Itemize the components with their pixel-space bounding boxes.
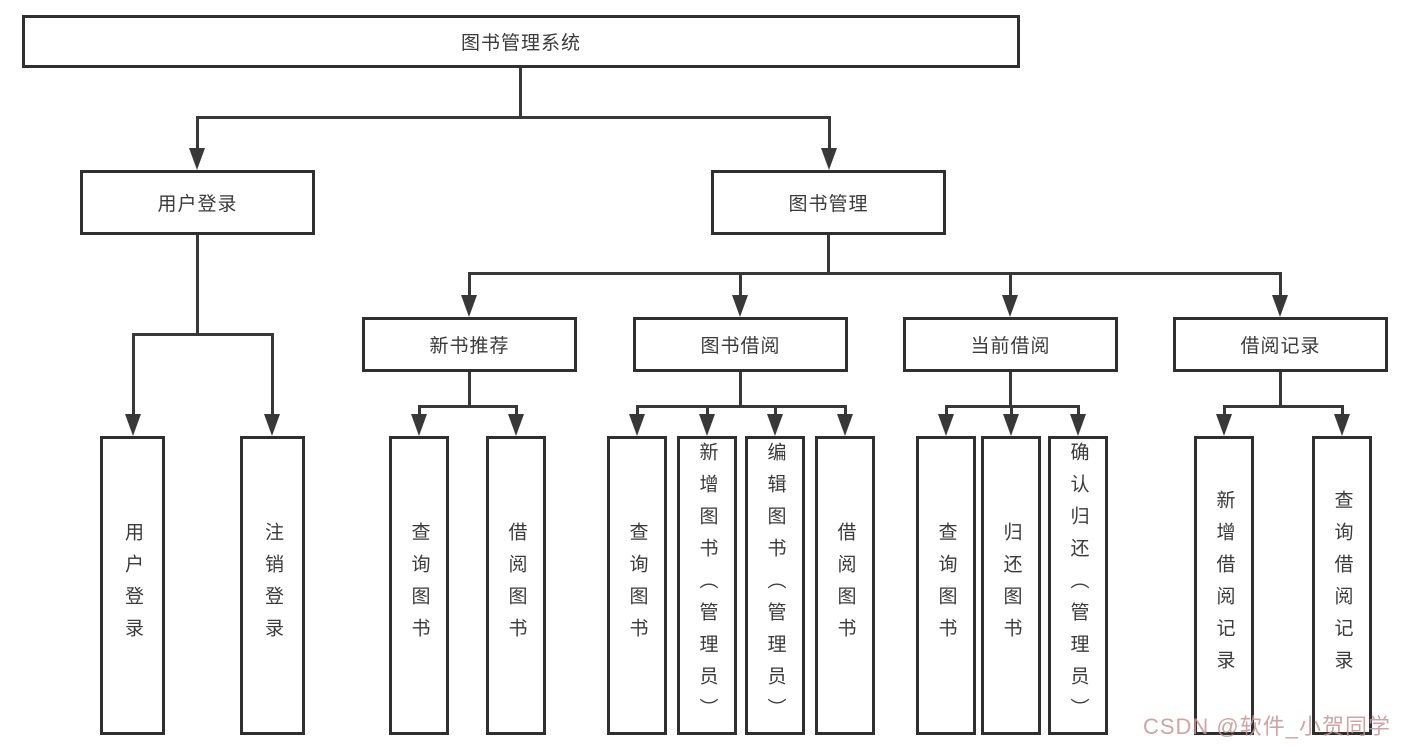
- leaf-confirm-return-admin: 确认归还（管理员）: [1048, 436, 1108, 735]
- leaf-label: 新增图书（管理员）: [696, 441, 718, 730]
- arrow-down-icon: [767, 414, 783, 436]
- node-label: 图书管理: [788, 194, 869, 215]
- connector-line: [738, 272, 742, 295]
- leaf-label: 查询借阅记录: [1331, 489, 1353, 682]
- leaf-label: 归还图书: [1000, 521, 1022, 650]
- connector-line: [518, 68, 522, 116]
- node-borrowing-records: 借阅记录: [1173, 317, 1388, 372]
- node-new-book-recommendation: 新书推荐: [362, 317, 577, 372]
- arrow-down-icon: [837, 414, 853, 436]
- connector-line: [739, 372, 742, 405]
- node-library-management-system: 图书管理系统: [22, 15, 1020, 68]
- leaf-add-books-admin: 新增图书（管理员）: [677, 436, 737, 735]
- connector-line: [1279, 372, 1282, 405]
- leaf-borrow-books: 借阅图书: [815, 436, 875, 735]
- leaf-query-books-recommend: 查询图书: [389, 436, 449, 735]
- leaf-logout: 注销登录: [240, 436, 305, 735]
- leaf-label: 查询图书: [408, 521, 430, 650]
- arrow-down-icon: [938, 414, 954, 436]
- connector-line: [196, 235, 199, 333]
- leaf-label: 新增借阅记录: [1213, 489, 1235, 682]
- connector-line: [131, 333, 274, 336]
- leaf-label: 注销登录: [262, 521, 283, 650]
- arrow-down-icon: [264, 414, 280, 436]
- connector-line: [131, 333, 135, 414]
- leaf-label: 查询图书: [626, 521, 648, 650]
- arrow-down-icon: [1334, 414, 1350, 436]
- leaf-borrow-books-recommend: 借阅图书: [486, 436, 546, 735]
- arrow-down-icon: [629, 414, 645, 436]
- connector-line: [514, 405, 518, 414]
- connector-line: [635, 405, 639, 414]
- arrow-down-icon: [125, 414, 141, 436]
- arrow-down-icon: [821, 148, 837, 170]
- connector-line: [1340, 405, 1344, 414]
- node-book-borrowing: 图书借阅: [633, 317, 848, 372]
- connector-line: [843, 405, 847, 414]
- node-label: 图书管理系统: [460, 33, 581, 54]
- node-book-management: 图书管理: [711, 170, 946, 235]
- connector-line: [195, 116, 831, 119]
- arrow-down-icon: [508, 414, 524, 436]
- leaf-query-books-borrow: 查询图书: [607, 436, 667, 735]
- node-user-login: 用户登录: [80, 170, 315, 235]
- arrow-down-icon: [1002, 295, 1018, 317]
- connector-line: [1076, 405, 1080, 414]
- leaf-label: 用户登录: [122, 521, 143, 650]
- connector-line: [270, 333, 274, 414]
- leaf-edit-books-admin: 编辑图书（管理员）: [745, 436, 805, 735]
- node-label: 借阅记录: [1240, 336, 1321, 357]
- arrow-down-icon: [699, 414, 715, 436]
- connector-line: [195, 116, 199, 148]
- connector-line: [1009, 372, 1012, 405]
- leaf-add-borrow-record: 新增借阅记录: [1194, 436, 1254, 735]
- arrow-down-icon: [1070, 414, 1086, 436]
- node-label: 当前借阅: [970, 336, 1051, 357]
- arrow-down-icon: [1216, 414, 1232, 436]
- connector-line: [1278, 272, 1282, 295]
- connector-line: [827, 235, 830, 272]
- connector-line: [467, 272, 471, 295]
- connector-line: [417, 405, 518, 408]
- leaf-label: 确认归还（管理员）: [1067, 441, 1089, 730]
- arrow-down-icon: [732, 295, 748, 317]
- connector-line: [1009, 405, 1013, 414]
- connector-line: [417, 405, 421, 414]
- node-label: 图书借阅: [700, 336, 781, 357]
- connector-line: [468, 372, 471, 405]
- leaf-label: 借阅图书: [834, 521, 856, 650]
- arrow-down-icon: [461, 295, 477, 317]
- leaf-return-books: 归还图书: [981, 436, 1041, 735]
- arrow-down-icon: [1003, 414, 1019, 436]
- node-label: 用户登录: [157, 194, 238, 215]
- connector-line: [1008, 272, 1012, 295]
- csdn-watermark: CSDN @软件_小贺同学: [1142, 714, 1391, 739]
- node-current-borrowing: 当前借阅: [903, 317, 1118, 372]
- arrow-down-icon: [1272, 295, 1288, 317]
- arrow-down-icon: [411, 414, 427, 436]
- leaf-user-login: 用户登录: [100, 436, 165, 735]
- connector-line: [1222, 405, 1226, 414]
- connector-line: [467, 272, 1282, 275]
- connector-line: [773, 405, 777, 414]
- connector-line: [1222, 405, 1344, 408]
- leaf-label: 查询图书: [935, 521, 957, 650]
- connector-line: [944, 405, 948, 414]
- leaf-label: 借阅图书: [505, 521, 527, 650]
- leaf-query-borrow-record: 查询借阅记录: [1312, 436, 1372, 735]
- leaf-label: 编辑图书（管理员）: [764, 441, 786, 730]
- connector-line: [635, 405, 847, 408]
- connector-line: [705, 405, 709, 414]
- node-label: 新书推荐: [429, 336, 510, 357]
- leaf-query-books-current: 查询图书: [916, 436, 976, 735]
- arrow-down-icon: [189, 148, 205, 170]
- connector-line: [827, 116, 831, 148]
